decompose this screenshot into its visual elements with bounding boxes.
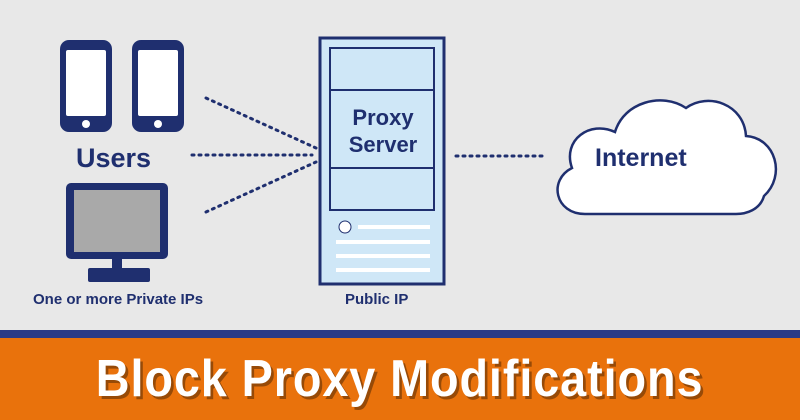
private-ips-label: One or more Private IPs <box>33 291 204 308</box>
smartphone-icon <box>60 40 112 132</box>
smartphone-icon <box>132 40 184 132</box>
banner-title: Block Proxy Modifications <box>96 350 704 408</box>
proxy-server-icon <box>318 36 446 286</box>
connector-lines <box>190 96 548 214</box>
desktop-monitor-icon <box>66 183 168 282</box>
users-label: Users <box>76 143 152 173</box>
proxy-server-label: Proxy Server <box>348 105 418 157</box>
internet-label: Internet <box>595 144 687 172</box>
banner-divider <box>0 330 800 338</box>
public-ip-label: Public IP <box>345 291 409 308</box>
diagram-canvas <box>60 36 778 286</box>
title-banner: Block Proxy Modifications <box>0 338 800 420</box>
cloud-icon <box>556 99 778 216</box>
